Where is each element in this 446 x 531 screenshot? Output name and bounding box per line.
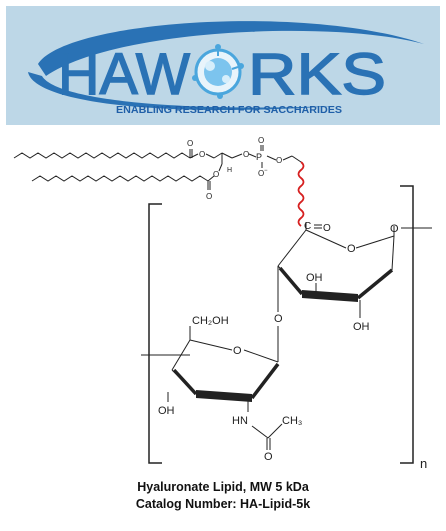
product-caption: Hyaluronate Lipid, MW 5 kDa Catalog Numb… [0,479,446,513]
svg-text:−: − [264,168,268,174]
amide-o: O [264,451,273,463]
repeat-bracket-left [148,203,162,464]
phosphorus: P [256,152,262,162]
phosphate-o-left: O [243,150,249,159]
glycerol-h: H [227,167,232,174]
brand-banner: HAW RKS ENABLING RESEARCH FOR SACCHARIDE… [6,6,440,125]
oh-upper-ring-1: OH [306,272,323,284]
glucuronic-acid-ring [277,229,395,302]
logo-text-right: RKS [248,42,386,107]
logo-tagline: ENABLING RESEARCH FOR SACCHARIDES [116,104,342,116]
catalog-number: Catalog Number: HA-Lipid-5k [135,497,311,511]
phosphate-o-bottom: O [258,169,264,178]
lipid-chain-1 [13,152,191,159]
wavy-linker [297,161,305,227]
haworks-logo: HAW RKS ENABLING RESEARCH FOR SACCHARIDE… [28,21,424,116]
logo-molecule-o [192,44,244,99]
glycosidic-o-right: O [390,223,399,235]
logo-swoosh-top [38,21,424,76]
ch3-label: CH₃ [282,415,302,427]
hn-label: HN [232,415,248,427]
hyaluronate-lipid-structure: O O H O P O O − O O O n O C [13,136,432,471]
svg-text:C: C [304,221,311,232]
glycosidic-o-middle: O [274,313,283,325]
oh-upper-ring-2: OH [353,321,370,333]
ester2-o: O [213,170,219,179]
phosphate-o-top: O [258,136,264,145]
logo-swoosh-bottom [28,72,336,111]
ring-o-top: O [347,243,356,255]
ch2oh-label: CH₂OH [192,315,229,327]
phosphate-o-right: O [276,156,282,165]
carbonyl-o: O [323,223,331,234]
repeat-subscript-n: n [420,456,427,471]
ester1-carbonyl-o: O [187,139,193,148]
ring-o-bottom: O [233,345,242,357]
repeat-bracket-right [400,185,414,464]
ester1-o: O [199,150,205,159]
lipid-chain-2 [31,175,209,182]
ester2-carbonyl-o: O [206,192,212,201]
logo-text-left: HAW [58,42,190,107]
product-name: Hyaluronate Lipid, MW 5 kDa [137,480,309,494]
glcnac-ring [171,339,280,402]
oh-lower-ring: OH [158,405,175,417]
